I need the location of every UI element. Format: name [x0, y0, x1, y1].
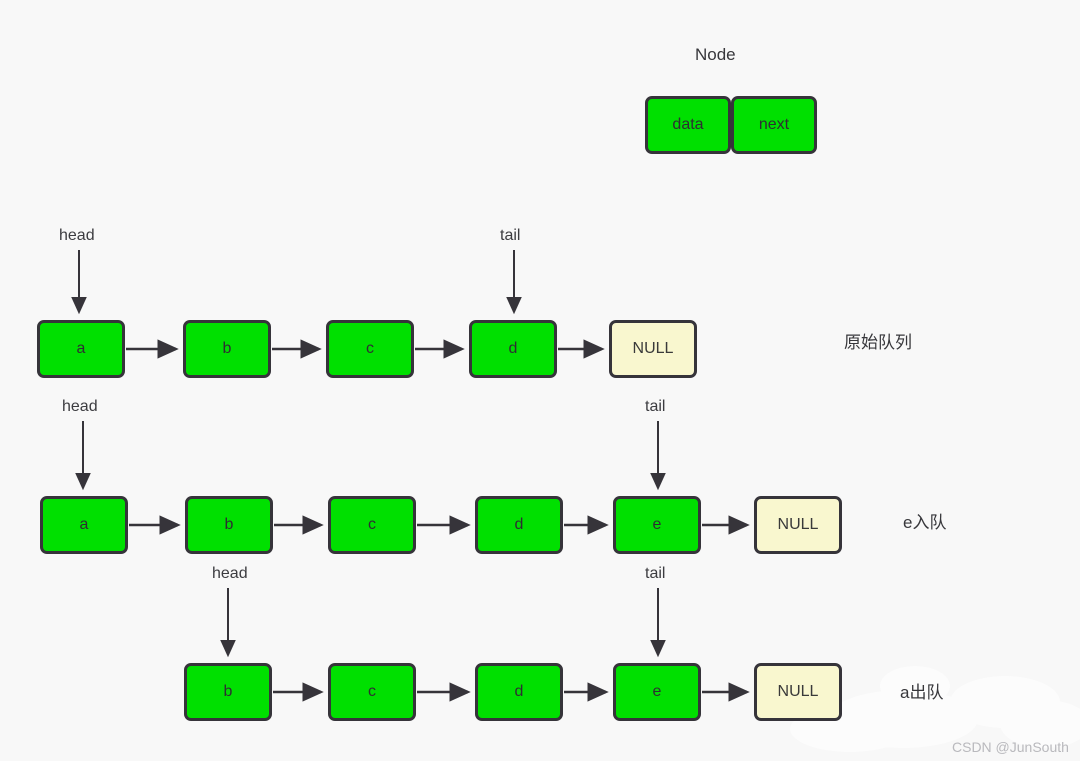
row-1-pointer-head: head [62, 398, 98, 415]
row-0-pointer-tail: tail [500, 227, 521, 244]
watermark-text: CSDN @JunSouth [952, 739, 1069, 755]
row-2-node-3: e [613, 663, 701, 721]
row-0-label: 原始队列 [844, 333, 912, 352]
row-1-pointer-tail: tail [645, 398, 666, 415]
row-1-terminator: NULL [754, 496, 842, 554]
node-legend-field-data: data [645, 96, 731, 154]
watermark-cloud [1000, 700, 1080, 748]
row-2-pointer-head: head [212, 565, 248, 582]
row-1-label: e入队 [903, 513, 947, 532]
row-0-terminator: NULL [609, 320, 697, 378]
row-1-node-4: e [613, 496, 701, 554]
row-1-node-3: d [475, 496, 563, 554]
row-0-node-0: a [37, 320, 125, 378]
row-2-node-2: d [475, 663, 563, 721]
row-1-node-1: b [185, 496, 273, 554]
watermark-cloud [880, 666, 950, 706]
row-1-node-2: c [328, 496, 416, 554]
row-1-node-0: a [40, 496, 128, 554]
row-0-node-3: d [469, 320, 557, 378]
row-0-node-2: c [326, 320, 414, 378]
node-legend-field-next: next [731, 96, 817, 154]
row-0-pointer-head: head [59, 227, 95, 244]
node-legend-title: Node [695, 45, 736, 64]
row-2-label: a出队 [900, 683, 944, 702]
row-2-pointer-tail: tail [645, 565, 666, 582]
row-2-terminator: NULL [754, 663, 842, 721]
row-2-node-1: c [328, 663, 416, 721]
row-2-node-0: b [184, 663, 272, 721]
row-0-node-1: b [183, 320, 271, 378]
